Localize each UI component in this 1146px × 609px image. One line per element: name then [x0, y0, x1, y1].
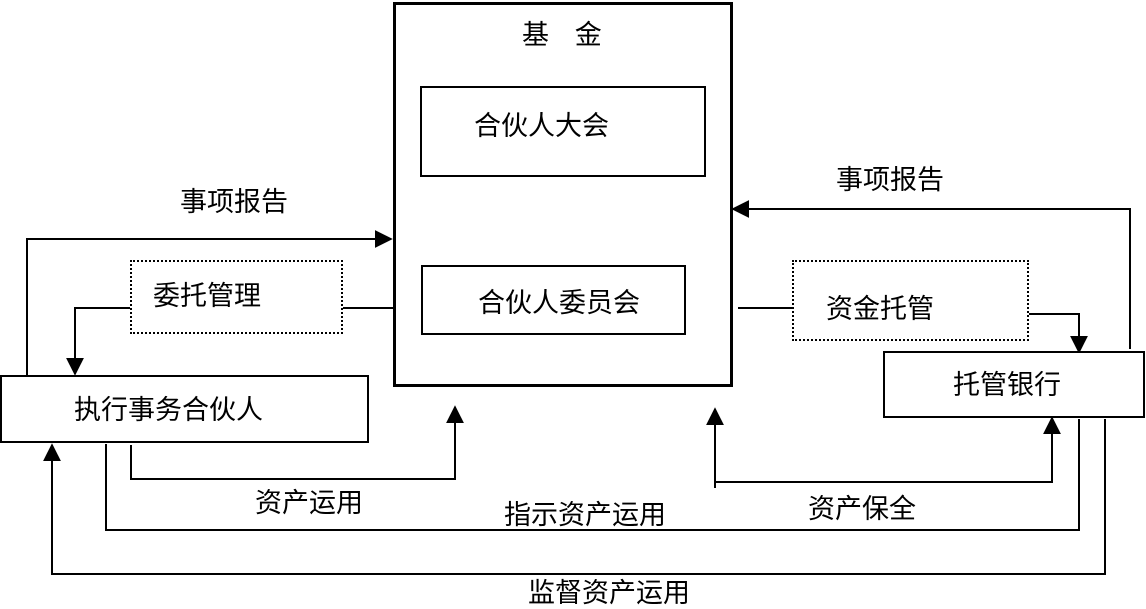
- executive-partner-box: [0, 375, 369, 443]
- partners-committee-box: [421, 265, 686, 335]
- custodian-bank-label: 托管银行: [953, 370, 1061, 401]
- partners-meeting-box: [420, 86, 706, 177]
- entrusted-management-box: [130, 260, 343, 334]
- partners-meeting-label: 合伙人大会: [474, 111, 609, 142]
- fund-title: 基 金: [522, 20, 602, 51]
- fund-custody-label: 资金托管: [826, 294, 934, 325]
- entrusted-management-label: 委托管理: [153, 281, 261, 312]
- supervise-asset-operation-label: 监督资产运用: [528, 578, 690, 609]
- entrusted-management-arrow: [66, 307, 130, 376]
- executive-partner-label: 执行事务合伙人: [74, 395, 263, 426]
- asset-safekeeping-arrow-right: [715, 416, 1061, 483]
- fund-custody-arrow: [1028, 313, 1088, 354]
- report-right-arrow: [731, 200, 1131, 349]
- report-right-label: 事项报告: [836, 165, 944, 196]
- instruct-asset-operation-line: [105, 419, 1080, 531]
- fund-custody-box: [792, 260, 1029, 341]
- instruct-asset-operation-label: 指示资产运用: [504, 500, 666, 531]
- asset-safekeeping-label: 资产保全: [808, 494, 916, 525]
- report-left-label: 事项报告: [180, 187, 288, 218]
- asset-operation-arrow: [130, 405, 464, 480]
- report-left-arrow: [26, 230, 393, 375]
- supervise-asset-operation-arrow: [43, 419, 1106, 575]
- asset-operation-label: 资产运用: [255, 488, 363, 519]
- partners-committee-label: 合伙人委员会: [478, 288, 640, 319]
- custodian-bank-box: [883, 351, 1145, 418]
